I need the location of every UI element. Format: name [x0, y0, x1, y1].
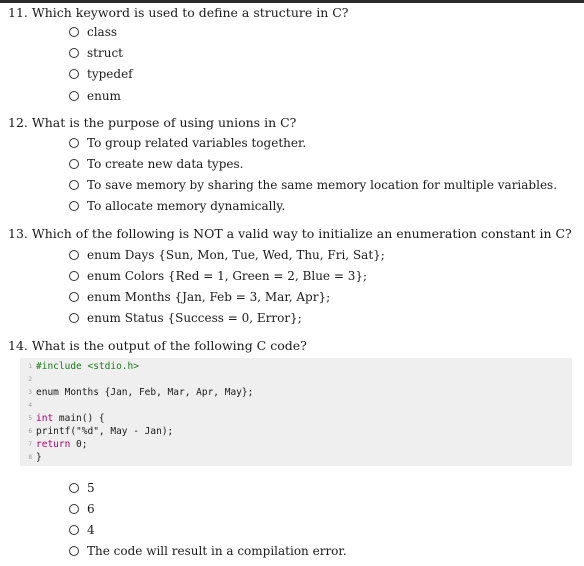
radio-button[interactable]: [69, 292, 79, 302]
option-14-b[interactable]: 6: [69, 502, 95, 516]
option-12-c[interactable]: To save memory by sharing the same memor…: [69, 178, 557, 192]
top-border: [0, 0, 584, 3]
radio-button[interactable]: [69, 250, 79, 260]
radio-button[interactable]: [69, 504, 79, 514]
code-enum: enum Months {Jan, Feb, Mar, Apr, May};: [36, 386, 254, 398]
radio-button[interactable]: [69, 271, 79, 281]
radio-button[interactable]: [69, 201, 79, 211]
question-11: 11. Which keyword is used to define a st…: [8, 5, 349, 20]
code-line: 6 printf("%d", May - Jan);: [20, 425, 173, 437]
question-14: 14. What is the output of the following …: [8, 338, 307, 353]
option-label: class: [87, 25, 118, 39]
line-number: 6: [28, 427, 32, 435]
line-number: 4: [28, 401, 32, 409]
option-label: To save memory by sharing the same memor…: [87, 178, 558, 192]
option-13-c[interactable]: enum Months {Jan, Feb = 3, Mar, Apr};: [69, 290, 330, 304]
option-label: enum Status {Success = 0, Error};: [87, 311, 302, 325]
option-14-c[interactable]: 4: [69, 523, 95, 537]
question-text: Which keyword is used to define a struct…: [31, 5, 349, 20]
option-label: 6: [87, 502, 95, 516]
option-label: To group related variables together.: [87, 136, 307, 150]
radio-button[interactable]: [69, 546, 79, 556]
line-number: 5: [28, 414, 32, 422]
radio-button[interactable]: [69, 483, 79, 493]
option-12-a[interactable]: To group related variables together.: [69, 136, 306, 150]
option-13-d[interactable]: enum Status {Success = 0, Error};: [69, 311, 302, 325]
radio-button[interactable]: [69, 159, 79, 169]
option-label: To create new data types.: [87, 157, 244, 171]
option-11-b[interactable]: struct: [69, 46, 123, 60]
question-12: 12. What is the purpose of using unions …: [8, 115, 296, 130]
code-block: 1 #include <stdio.h> 2 3 enum Months {Jan,…: [20, 358, 572, 466]
radio-button[interactable]: [69, 313, 79, 323]
option-12-b[interactable]: To create new data types.: [69, 157, 243, 171]
option-label: 5: [87, 481, 95, 495]
radio-button[interactable]: [69, 48, 79, 58]
option-13-a[interactable]: enum Days {Sun, Mon, Tue, Wed, Thu, Fri,…: [69, 248, 385, 262]
option-label: To allocate memory dynamically.: [87, 199, 286, 213]
line-number: 7: [28, 440, 32, 448]
radio-button[interactable]: [69, 180, 79, 190]
question-text: What is the output of the following C co…: [31, 338, 307, 353]
code-line: 7 return 0;: [20, 438, 88, 450]
option-12-d[interactable]: To allocate memory dynamically.: [69, 199, 285, 213]
option-label: enum Colors {Red = 1, Green = 2, Blue = …: [87, 269, 368, 283]
option-label: The code will result in a compilation er…: [87, 544, 347, 558]
code-printf: printf("%d", May - Jan);: [36, 425, 174, 437]
code-main: main() {: [53, 412, 105, 424]
option-label: typedef: [87, 67, 133, 81]
code-line: 5 int main() {: [20, 412, 105, 424]
code-return-value: 0;: [70, 438, 88, 450]
option-label: enum Days {Sun, Mon, Tue, Wed, Thu, Fri,…: [87, 248, 385, 262]
radio-button[interactable]: [69, 525, 79, 535]
code-line: 1 #include <stdio.h>: [20, 360, 139, 372]
code-line: 8}: [20, 451, 42, 463]
option-label: struct: [87, 46, 123, 60]
question-text: Which of the following is NOT a valid wa…: [31, 226, 572, 241]
line-number: 3: [28, 388, 32, 396]
code-keyword-return: return: [36, 438, 71, 450]
option-label: enum: [87, 89, 121, 103]
line-number: 8: [28, 453, 32, 461]
radio-button[interactable]: [69, 69, 79, 79]
code-keyword-int: int: [36, 412, 54, 424]
code-include: #include <stdio.h>: [36, 360, 139, 372]
option-11-a[interactable]: class: [69, 25, 117, 39]
code-line: 4: [20, 399, 36, 411]
question-text: What is the purpose of using unions in C…: [31, 115, 297, 130]
option-14-a[interactable]: 5: [69, 481, 95, 495]
radio-button[interactable]: [69, 138, 79, 148]
option-13-b[interactable]: enum Colors {Red = 1, Green = 2, Blue = …: [69, 269, 367, 283]
option-label: 4: [87, 523, 95, 537]
question-number: 14.: [8, 338, 28, 353]
code-line: 2: [20, 373, 36, 385]
code-line: 3 enum Months {Jan, Feb, Mar, Apr, May};: [20, 386, 253, 398]
option-11-d[interactable]: enum: [69, 89, 121, 103]
code-close-brace: }: [36, 451, 42, 463]
radio-button[interactable]: [69, 91, 79, 101]
option-11-c[interactable]: typedef: [69, 67, 133, 81]
option-14-d[interactable]: The code will result in a compilation er…: [69, 544, 347, 558]
question-number: 12.: [8, 115, 28, 130]
line-number: 2: [28, 375, 32, 383]
question-13: 13. Which of the following is NOT a vali…: [8, 226, 572, 241]
line-number: 1: [28, 362, 32, 370]
question-number: 13.: [8, 226, 28, 241]
question-number: 11.: [8, 5, 28, 20]
radio-button[interactable]: [69, 27, 79, 37]
option-label: enum Months {Jan, Feb = 3, Mar, Apr};: [87, 290, 331, 304]
